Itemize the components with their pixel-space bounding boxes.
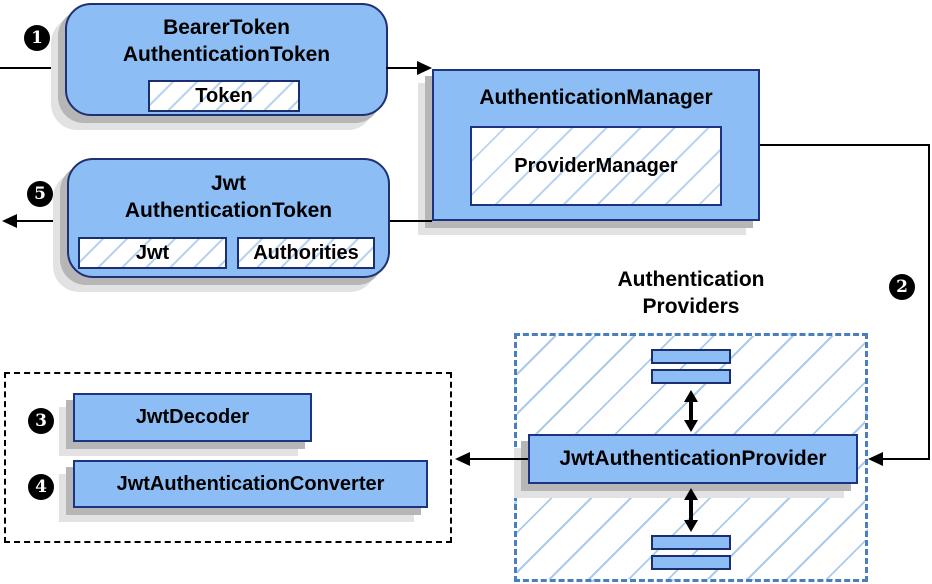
bearer-token-node-title: BearerToken AuthenticationToken: [65, 14, 388, 68]
step-4-badge: 4: [28, 474, 54, 500]
step-2-badge: 2: [889, 274, 915, 300]
providers-title-line1: Authentication: [617, 268, 765, 291]
jwt-field: Jwt: [78, 237, 227, 269]
double-arrow-up-icon: [684, 390, 698, 402]
double-arrow-shaft: [689, 400, 693, 422]
jwt-decoder-node: JwtDecoder: [73, 393, 312, 442]
authentication-providers-group-title: Authentication Providers: [514, 266, 868, 320]
decoder-converter-group: [4, 372, 452, 543]
step-5-badge: 5: [27, 181, 53, 207]
edge-manager-to-jwt-token: [390, 220, 432, 222]
edge-manager-to-provider-bottom: [882, 458, 930, 460]
provider-stack-bar: [651, 349, 731, 364]
provider-stack-bar: [651, 555, 731, 570]
edge-jwt-token-out-arrowhead: [2, 214, 17, 228]
jwt-authentication-provider-node: JwtAuthenticationProvider: [528, 434, 858, 484]
edge-manager-to-provider-arrowhead: [868, 452, 883, 466]
provider-stack-bar: [651, 535, 731, 550]
edge-manager-to-provider-top: [760, 144, 930, 146]
provider-manager-impl-box: ProviderManager: [470, 126, 722, 206]
double-arrow-shaft: [689, 498, 693, 522]
double-arrow-down-icon: [684, 420, 698, 432]
edge-jwt-token-out: [15, 220, 67, 222]
edge-request-in: [0, 67, 66, 69]
bearer-token-title-line1: BearerToken: [163, 16, 290, 39]
provider-stack-bar: [651, 369, 731, 384]
providers-title-line2: Providers: [642, 295, 740, 318]
jwt-authentication-converter-node: JwtAuthenticationConverter: [73, 460, 428, 508]
edge-manager-to-provider-side: [928, 144, 930, 460]
step-3-badge: 3: [28, 408, 54, 434]
jwt-token-title-line1: Jwt: [210, 172, 246, 195]
jwt-token-node-title: Jwt AuthenticationToken: [67, 170, 390, 224]
edge-bearer-to-manager-arrowhead: [417, 61, 432, 75]
double-arrow-up-icon: [684, 488, 698, 500]
authentication-manager-title: AuthenticationManager: [479, 86, 713, 109]
bearer-token-title-line2: AuthenticationToken: [122, 43, 331, 66]
step-1-badge: 1: [24, 25, 50, 51]
token-field: Token: [148, 80, 300, 112]
edge-provider-to-decoders-arrowhead: [455, 452, 470, 466]
authorities-field: Authorities: [237, 237, 375, 269]
edge-bearer-to-manager: [386, 67, 420, 69]
jwt-token-title-line2: AuthenticationToken: [124, 199, 333, 222]
double-arrow-down-icon: [684, 520, 698, 532]
edge-provider-to-decoders: [468, 458, 528, 460]
